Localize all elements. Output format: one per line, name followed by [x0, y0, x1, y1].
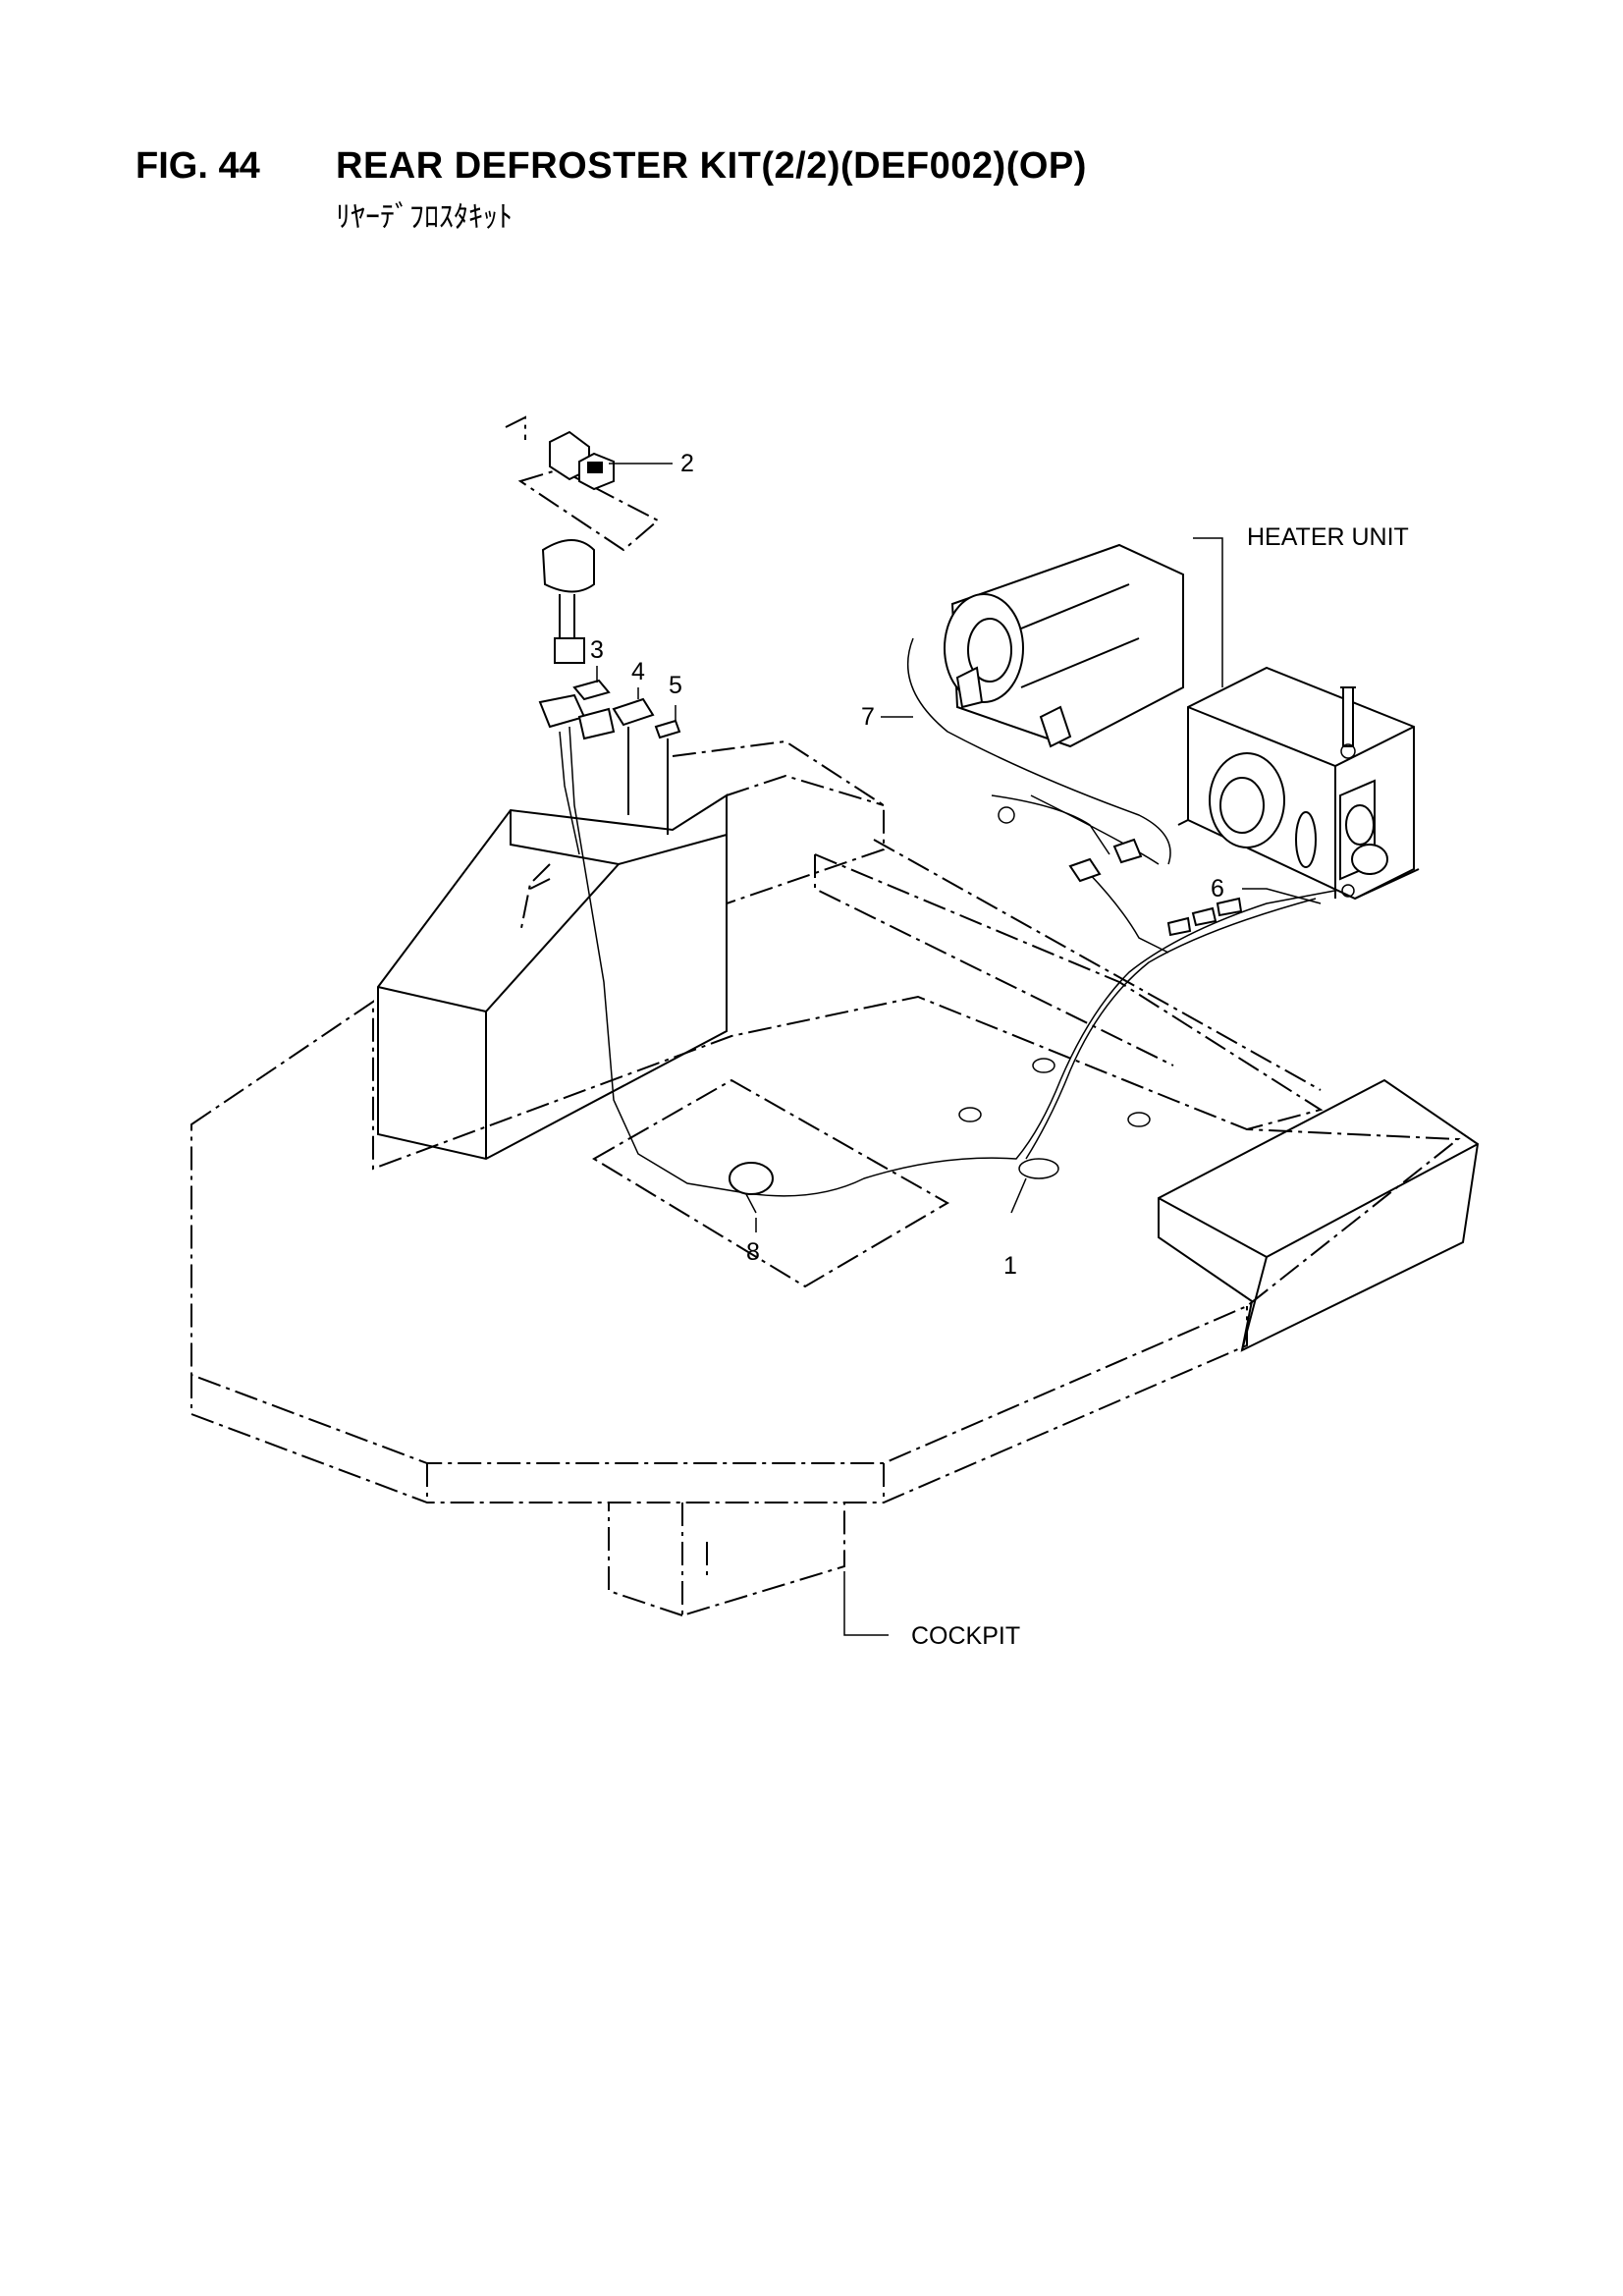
floor-holes — [958, 1058, 1151, 1179]
callout-4: 4 — [631, 658, 645, 685]
callout-8: 8 — [746, 1238, 760, 1266]
figure-number: FIG. 44 — [135, 145, 260, 187]
callout-6: 6 — [1211, 875, 1224, 902]
cockpit-floor — [190, 995, 1461, 1617]
callout-5: 5 — [669, 672, 682, 699]
heater-unit — [1177, 666, 1420, 901]
wire-clamp — [729, 1162, 774, 1214]
small-parts — [572, 679, 681, 835]
wire-harness — [745, 637, 1346, 1197]
callout-2: 2 — [680, 450, 694, 477]
callout-3: 3 — [590, 636, 604, 664]
rear-panel — [814, 839, 1324, 1130]
side-console — [377, 739, 885, 1161]
switch-assembly — [505, 415, 747, 1194]
callout-1: 1 — [1003, 1252, 1017, 1280]
figure-title: REAR DEFROSTER KIT(2/2)(DEF002)(OP) — [336, 145, 1087, 187]
heater-unit-label: HEATER UNIT — [1247, 523, 1409, 551]
leader-lines — [596, 463, 1322, 1636]
floor-mat — [592, 1078, 950, 1288]
connectors — [998, 806, 1243, 937]
right-block — [1158, 1078, 1480, 1352]
callout-7: 7 — [861, 703, 875, 731]
blower-motor — [944, 543, 1184, 748]
cockpit-label: COCKPIT — [911, 1622, 1020, 1650]
figure-subtitle: ﾘﾔｰﾃﾞﾌﾛｽﾀｷｯﾄ — [336, 200, 513, 235]
